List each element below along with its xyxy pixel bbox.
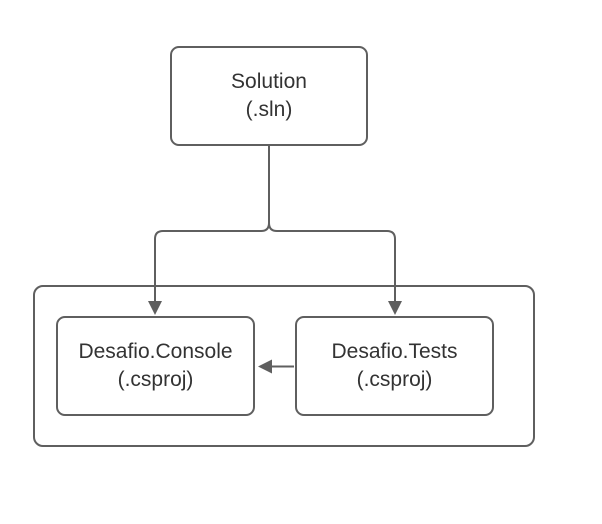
node-solution: Solution (.sln) <box>170 46 368 146</box>
node-solution-subtitle: (.sln) <box>245 98 293 121</box>
node-solution-title: Solution <box>231 70 307 93</box>
node-desafio-console: Desafio.Console (.csproj) <box>56 316 255 416</box>
edge-solution-to-tests <box>268 146 396 301</box>
edge-solution-to-console <box>154 146 270 301</box>
node-desafio-console-subtitle: (.csproj) <box>117 368 194 391</box>
node-desafio-tests: Desafio.Tests (.csproj) <box>295 316 494 416</box>
node-desafio-tests-title: Desafio.Tests <box>331 340 458 363</box>
node-desafio-tests-subtitle: (.csproj) <box>356 368 433 391</box>
node-desafio-console-title: Desafio.Console <box>78 340 233 363</box>
